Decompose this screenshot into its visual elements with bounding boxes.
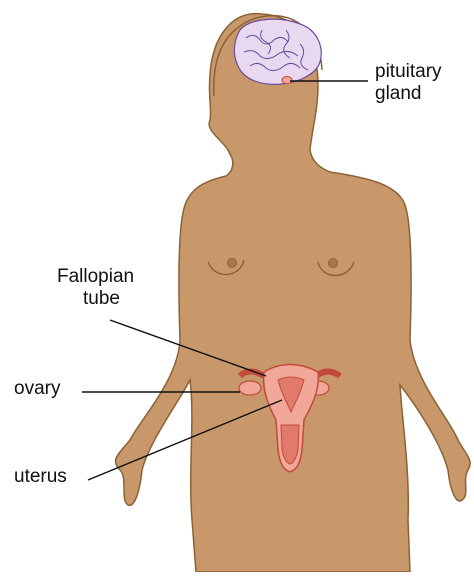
fallopian-label: Fallopian tube (57, 266, 134, 310)
ovary-left (239, 381, 261, 395)
right-nipple (329, 259, 338, 268)
ovary-label: ovary (14, 378, 60, 400)
left-nipple (228, 259, 237, 268)
pituitary-label-line1: pituitary (375, 61, 442, 83)
fallopian-label-line1: Fallopian (57, 266, 134, 288)
brain (234, 19, 321, 84)
pituitary-label-line2: gland (375, 83, 442, 105)
fallopian-label-line2: tube (57, 288, 134, 310)
pituitary-gland (282, 77, 292, 84)
pituitary-label: pituitary gland (375, 61, 442, 105)
uterus-label: uterus (14, 466, 67, 488)
